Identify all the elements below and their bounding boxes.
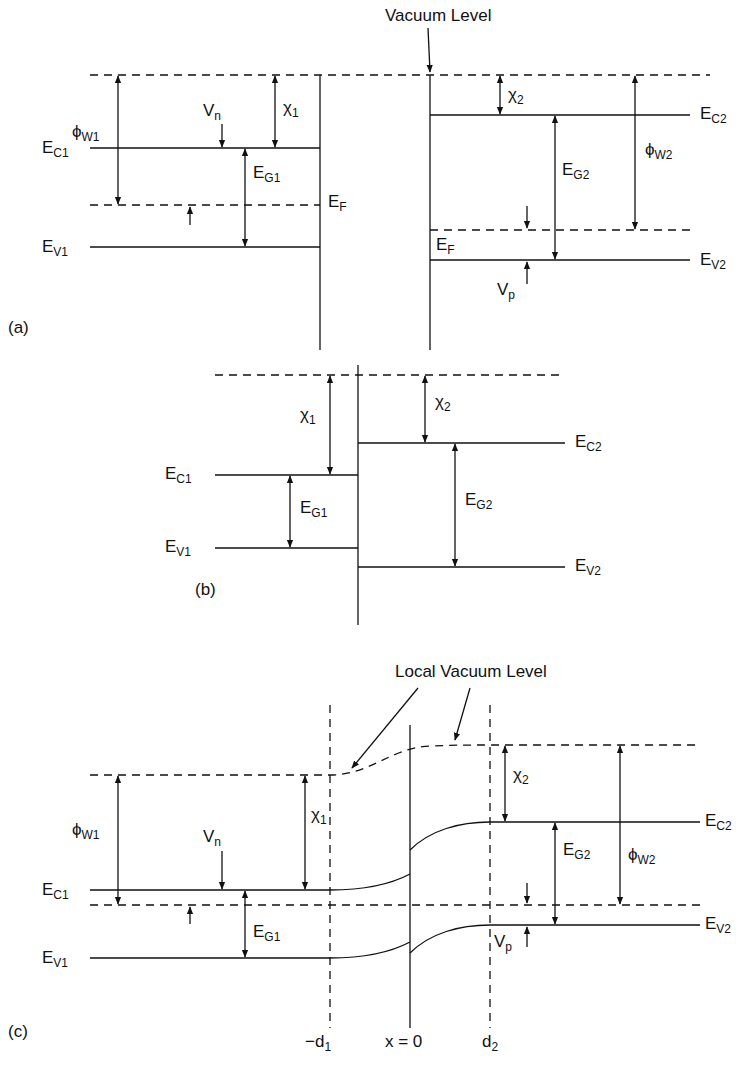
band-label: EC1 [165,464,192,485]
interface-edge [357,365,358,625]
band-label: Vacuum Level [385,6,491,26]
vacuum-level [215,374,565,375]
dimension-arrow [221,124,222,147]
valence-band [410,925,700,953]
band-label: EV1 [165,537,191,558]
depletion-edge [489,705,490,1028]
band-label: EF [328,192,347,213]
dimension-arrow [454,444,455,566]
band-label: ϕW1 [72,820,100,841]
band-label: (a) [8,318,29,338]
band-label: x = 0 [385,1032,422,1052]
dimension-arrow [304,776,305,889]
conduction-band [215,474,358,475]
band-label: Local Vacuum Level [395,662,547,682]
valence-band [430,259,690,260]
dimension-arrow [526,927,527,947]
local-vacuum-level [90,745,700,775]
vacuum-level [90,74,710,75]
band-label: Vp [497,280,515,301]
dimension-arrow [189,907,190,924]
interface-edge [429,75,430,350]
leader-line [455,688,470,740]
band-label: EG2 [563,840,590,861]
dimension-arrow [526,206,527,228]
band-label: EC2 [575,432,602,453]
band-label: Vn [203,101,221,122]
dimension-arrow [526,262,527,284]
band-label: EG2 [562,160,589,181]
valence-band [215,547,358,548]
dimension-arrow [504,746,505,821]
band-label: EC1 [42,880,69,901]
dimension-arrow [424,376,425,442]
band-label: EC2 [705,811,732,832]
band-label: ϕW1 [72,122,100,143]
dimension-arrow [554,823,555,924]
band-label: EG1 [300,498,327,519]
fermi-level [90,904,700,905]
dimension-arrow [634,76,635,229]
band-label: χ1 [300,405,316,426]
dimension-arrow [526,883,527,903]
band-label: (b) [195,580,216,600]
band-label: Vp [494,932,512,953]
depletion-edge [329,705,330,1028]
conduction-band [358,442,565,443]
band-label: (c) [8,1022,28,1042]
band-label: EC2 [700,104,727,125]
dimension-arrow [244,891,245,957]
band-label: Vn [203,827,221,848]
dimension-arrow [554,116,555,259]
dimension-arrow [244,149,245,246]
dimension-arrow [117,76,118,204]
interface-edge [409,725,410,1028]
valence-band [358,566,565,567]
conduction-band [430,114,690,115]
band-label: χ1 [283,98,299,119]
band-label: ϕW2 [628,845,656,866]
interface-edge [319,75,320,350]
valence-band [90,246,320,247]
band-label: EG1 [253,922,280,943]
band-label: −d1 [305,1032,331,1053]
band-label: EG2 [465,490,492,511]
conduction-band [90,147,320,148]
band-label: χ1 [311,805,327,826]
dimension-arrow [329,376,330,474]
fermi-level [90,204,320,205]
dimension-arrow [221,851,222,889]
dimension-arrow [189,207,190,225]
leader-line [352,688,418,768]
dimension-arrow [499,76,500,114]
conduction-band [90,874,410,890]
band-label: d2 [482,1032,498,1053]
band-label: EF [436,235,455,256]
dimension-arrow [274,76,275,147]
band-label: χ2 [435,392,451,413]
band-label: EV1 [42,948,68,969]
band-label: EV2 [705,914,731,935]
band-label: χ2 [508,85,524,106]
band-label: EV1 [42,237,68,258]
dimension-arrow [117,776,118,904]
band-label: EV2 [575,556,601,577]
fermi-level [430,229,690,230]
band-label: EC1 [42,138,69,159]
leader-line [428,28,430,72]
dimension-arrow [619,746,620,904]
band-label: χ2 [513,765,529,786]
band-label: EG1 [253,163,280,184]
valence-band [90,942,410,958]
band-label: EV2 [700,250,726,271]
band-label: ϕW2 [645,140,673,161]
dimension-arrow [289,476,290,547]
